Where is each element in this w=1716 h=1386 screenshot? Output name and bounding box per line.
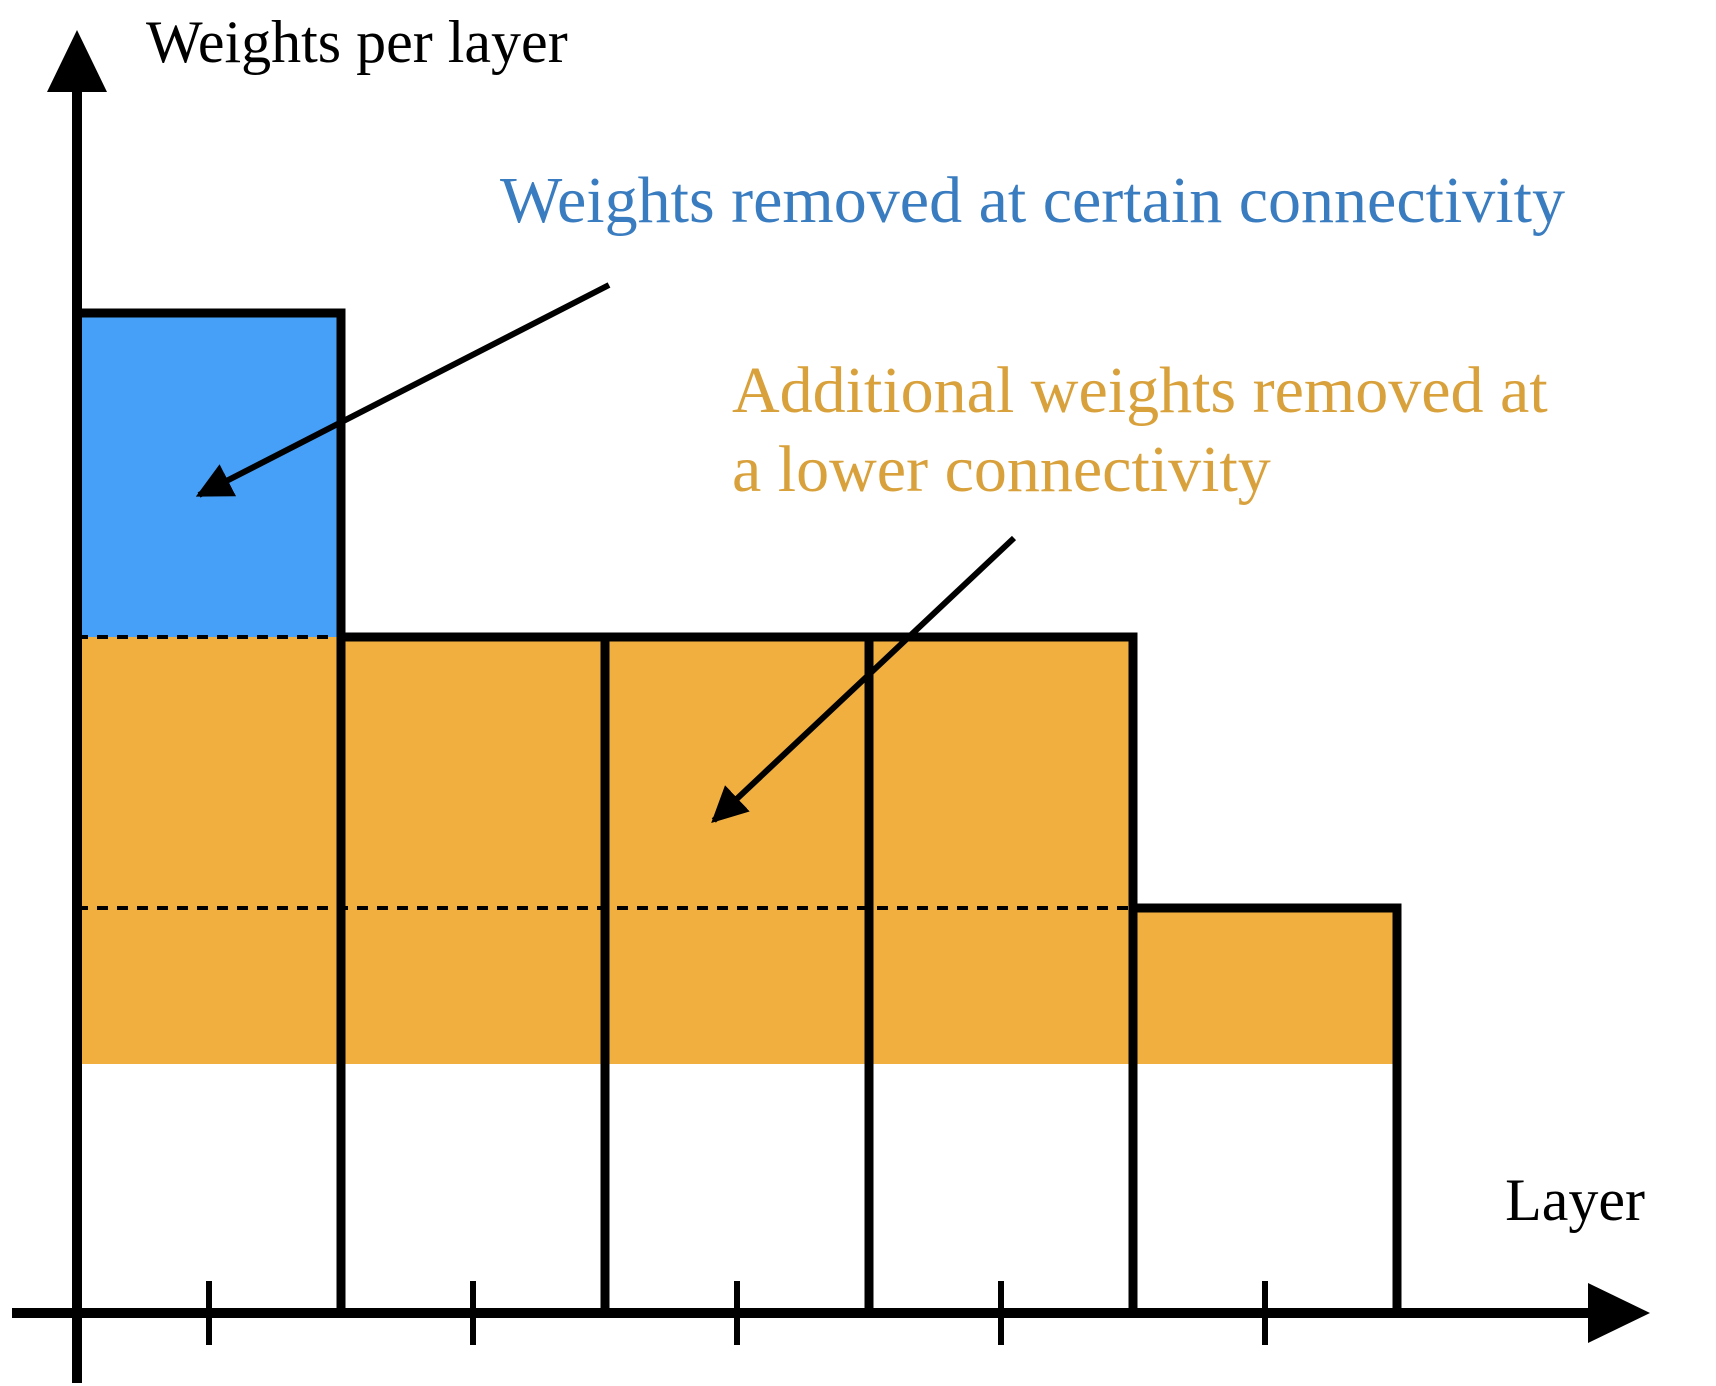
annotation-removed-certain: Weights removed at certain connectivity: [500, 164, 1565, 237]
annotation-removed-lower: Additional weights removed at a lower co…: [732, 354, 1564, 506]
annotation-arrows: [195, 282, 1017, 823]
region-removed-lower-bar-3: [605, 637, 869, 1064]
x-axis-label: Layer: [1505, 1167, 1645, 1233]
region-removed-lower-bar-1: [77, 637, 341, 1064]
x-axis-ticks: [206, 1281, 1268, 1345]
annotation-removed-certain-line-1: Weights removed at certain connectivity: [500, 164, 1565, 237]
region-removed-certain-bar-1: [77, 313, 341, 637]
y-axis-label: Weights per layer: [146, 9, 568, 75]
annotation-arrow-removed-lower: [711, 535, 1017, 823]
removed-regions: [77, 313, 1397, 1064]
y-axis-arrowhead: [47, 30, 107, 92]
region-removed-lower-bar-2: [341, 637, 605, 1064]
region-removed-lower-bar-5: [1133, 908, 1397, 1064]
axes: [12, 30, 1650, 1383]
x-axis-arrowhead: [1588, 1283, 1650, 1343]
annotation-removed-lower-line-2: a lower connectivity: [732, 433, 1271, 506]
annotation-removed-lower-line-1: Additional weights removed at: [732, 354, 1548, 427]
region-removed-lower-bar-4: [869, 637, 1133, 1064]
annotation-arrow-removed-certain: [195, 282, 611, 498]
